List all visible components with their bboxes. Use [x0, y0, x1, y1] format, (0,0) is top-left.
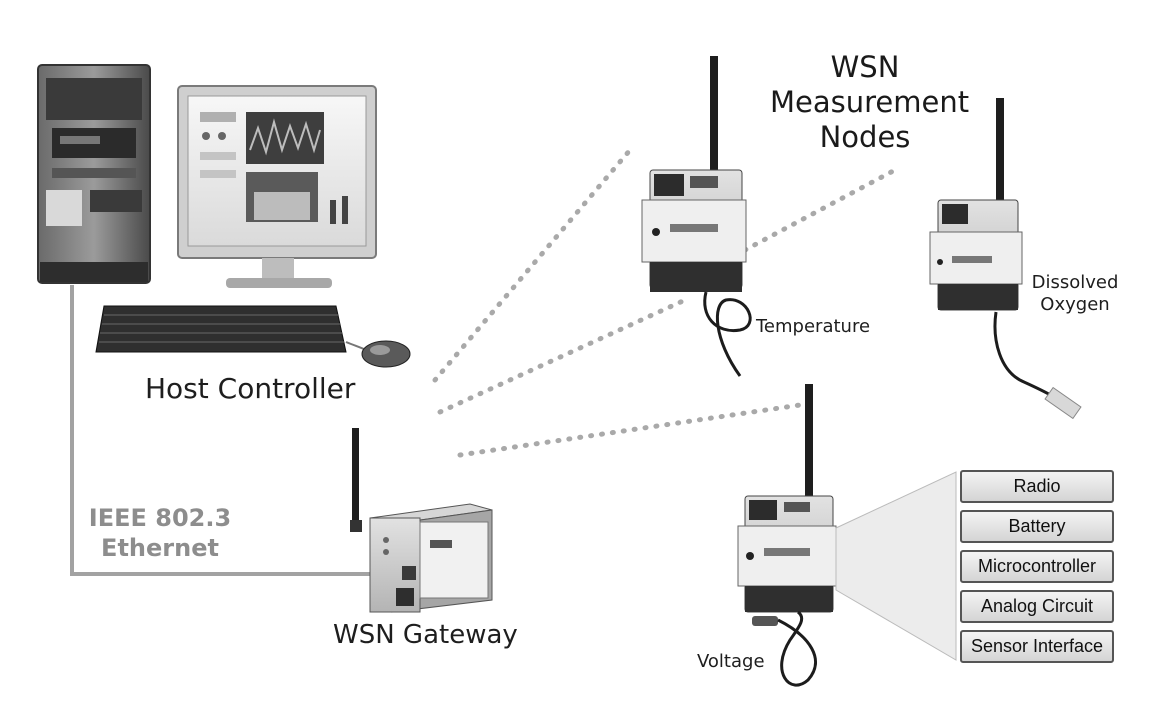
host-monitor-icon	[177, 85, 377, 288]
wsn-gateway-device-icon	[350, 428, 493, 613]
voltage-node-device-icon	[737, 384, 837, 687]
wireless-link-temperature-oxygen	[742, 167, 898, 253]
layer-analog-circuit: Analog Circuit	[960, 590, 1114, 623]
keyboard-icon	[95, 305, 347, 353]
dissolved-oxygen-line-2: Oxygen	[1040, 294, 1110, 315]
host-pc-tower-icon	[37, 64, 151, 284]
temperature-node-label: Temperature	[756, 316, 871, 337]
ethernet-label-line-2: Ethernet	[101, 534, 219, 562]
dissolved-oxygen-line-1: Dissolved	[1031, 272, 1119, 293]
node-architecture-stack: Radio Battery Microcontroller Analog Cir…	[960, 470, 1114, 670]
title-line-2: Measurement	[770, 85, 970, 119]
wsn-gateway-label: WSN Gateway	[333, 620, 518, 650]
temperature-node-device-icon	[641, 56, 752, 377]
title-line-1: WSN	[830, 50, 900, 84]
ethernet-link-label: IEEE 802.3 Ethernet	[80, 503, 240, 563]
wireless-link-gateway-temperature	[437, 297, 688, 415]
dissolved-oxygen-node-device-icon	[929, 98, 1082, 420]
node-layers-projection	[835, 471, 957, 661]
layer-battery: Battery	[960, 510, 1114, 543]
wireless-link-gateway-voltage	[457, 402, 803, 458]
ethernet-link	[70, 285, 372, 576]
host-controller-label: Host Controller	[145, 372, 356, 405]
layer-microcontroller: Microcontroller	[960, 550, 1114, 583]
title-line-3: Nodes	[819, 120, 911, 154]
layer-radio: Radio	[960, 470, 1114, 503]
wireless-link-host-temperature	[432, 147, 633, 383]
layer-sensor-interface: Sensor Interface	[960, 630, 1114, 663]
wireless-links	[432, 147, 898, 458]
ethernet-label-line-1: IEEE 802.3	[88, 504, 232, 532]
mouse-icon	[345, 340, 411, 368]
voltage-node-label: Voltage	[697, 651, 765, 672]
